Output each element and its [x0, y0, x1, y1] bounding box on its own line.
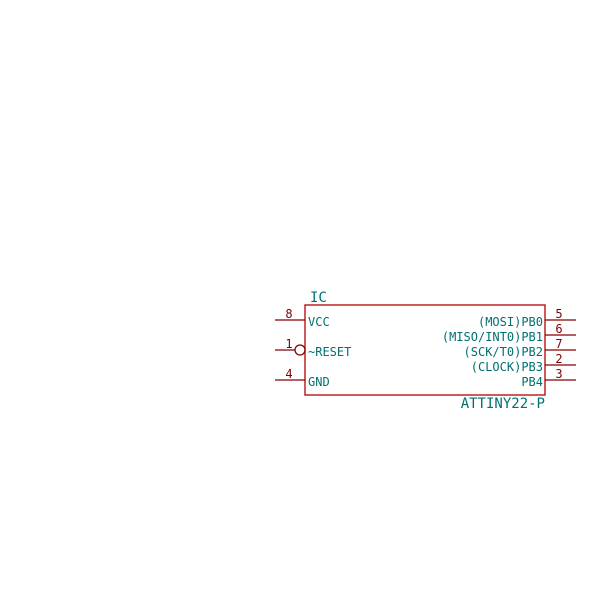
pin-right-5[interactable]: 5 (MOSI)PB0 — [478, 307, 576, 329]
pin-name: GND — [308, 375, 330, 389]
pin-number: 3 — [555, 367, 562, 381]
right-pin-group: 5 (MOSI)PB0 6 (MISO/INT0)PB1 7 (SCK/T0)PB2 2 (C… — [442, 307, 576, 389]
pin-left-1[interactable]: 1 ~RESET — [275, 337, 351, 359]
pin-right-6[interactable]: 6 (MISO/INT0)PB1 — [442, 322, 576, 344]
ic-reference-label: IC — [310, 290, 327, 306]
pin-right-7[interactable]: 7 (SCK/T0)PB2 — [464, 337, 576, 359]
ic-value-label: ATTINY22-P — [461, 396, 545, 412]
pin-number: 7 — [555, 337, 562, 351]
pin-number: 6 — [555, 322, 562, 336]
pin-name: (CLOCK)PB3 — [471, 360, 543, 374]
pin-name: (MISO/INT0)PB1 — [442, 330, 543, 344]
pin-name: (SCK/T0)PB2 — [464, 345, 543, 359]
pin-name: PB4 — [521, 375, 543, 389]
pin-name: VCC — [308, 315, 330, 329]
pin-number: 5 — [555, 307, 562, 321]
pin-number: 1 — [285, 337, 292, 351]
pin-name: ~RESET — [308, 345, 351, 359]
pin-name: (MOSI)PB0 — [478, 315, 543, 329]
inversion-bubble — [294, 344, 306, 356]
pin-right-2[interactable]: 2 (CLOCK)PB3 — [471, 352, 576, 374]
pin-number: 2 — [555, 352, 562, 366]
pin-number: 8 — [285, 307, 292, 321]
pin-number: 4 — [285, 367, 292, 381]
